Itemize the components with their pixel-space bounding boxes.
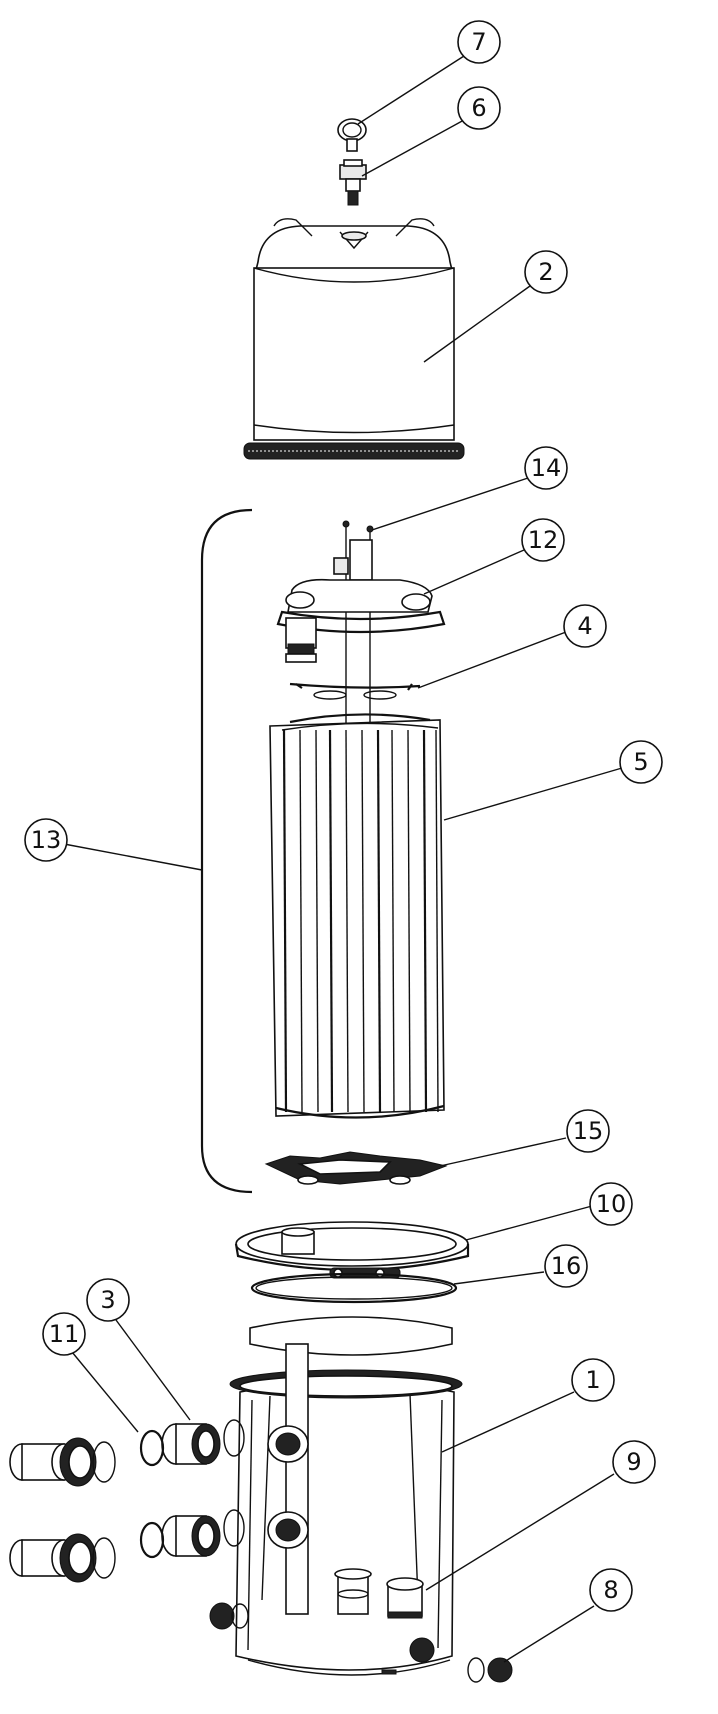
cartridge-pleat: [391, 729, 395, 1113]
part-12-manifold: [276, 539, 446, 663]
callout-7: 7: [457, 20, 501, 64]
cartridge-pleat: [376, 729, 382, 1113]
callout-11: 11: [42, 1312, 86, 1356]
callout-12: 12: [521, 518, 565, 562]
part-16-o-ring: [250, 1272, 458, 1304]
callout-2: 2: [524, 250, 568, 294]
callout-10-label: 10: [596, 1190, 627, 1218]
callout-13-label: 13: [31, 826, 62, 854]
callout-14: 14: [524, 446, 568, 490]
callout-8: 8: [589, 1568, 633, 1612]
part-1-tank-body: [229, 1316, 463, 1676]
callout-4: 4: [563, 604, 607, 648]
callout-9: 9: [612, 1440, 656, 1484]
callout-1: 1: [571, 1358, 615, 1402]
part-13-assembly-bracket: [200, 508, 253, 1194]
cartridge-pleat: [328, 729, 334, 1113]
cartridge-pleat: [361, 729, 365, 1113]
callout-4-label: 4: [577, 612, 592, 640]
callout-2-label: 2: [538, 258, 553, 286]
callout-8-label: 8: [603, 1576, 618, 1604]
part-4-gaskets: [289, 682, 421, 700]
callout-5-label: 5: [633, 748, 648, 776]
callout-6: 6: [457, 86, 501, 130]
cartridge-pleat: [407, 729, 411, 1113]
callout-16: 16: [544, 1244, 588, 1288]
cartridge-pleat: [422, 729, 428, 1113]
pipe-unions: [9, 1437, 116, 1583]
drain-plug-left: [209, 1602, 249, 1630]
callout-3-label: 3: [100, 1286, 115, 1314]
callout-10: 10: [589, 1182, 633, 1226]
callout-5: 5: [619, 740, 663, 784]
callout-3: 3: [86, 1278, 130, 1322]
callout-13: 13: [24, 818, 68, 862]
cartridge-pleat: [315, 729, 319, 1113]
part-11-o-ring: [139, 1429, 165, 1559]
callout-12-label: 12: [528, 526, 559, 554]
part-8-drain-plug: [467, 1657, 513, 1683]
callout-15-label: 15: [573, 1117, 604, 1145]
callout-1-label: 1: [585, 1366, 600, 1394]
callout-6-label: 6: [471, 94, 486, 122]
part-7-pressure-gauge: [337, 118, 367, 152]
callout-7-label: 7: [471, 28, 486, 56]
callout-11-label: 11: [49, 1320, 80, 1348]
callout-15: 15: [566, 1109, 610, 1153]
part-15-bottom-manifold: [264, 1151, 448, 1185]
cartridge-pleat: [299, 729, 303, 1113]
cartridge-pleat: [345, 729, 349, 1113]
callout-14-label: 14: [531, 454, 562, 482]
cartridge-pleat: [435, 729, 439, 1113]
part-5-filter-cartridge: [269, 713, 445, 1119]
leader-lines: [63, 55, 623, 1663]
part-2-tank-lid: [243, 218, 465, 460]
part-6-air-relief-valve: [339, 159, 367, 206]
part-3-union-fitting: [161, 1419, 245, 1557]
callout-16-label: 16: [551, 1252, 582, 1280]
cartridge-pleat: [282, 729, 288, 1113]
callout-9-label: 9: [626, 1448, 641, 1476]
part-10-clamp-ring: [234, 1221, 470, 1279]
part-9-fitting: [386, 1577, 424, 1619]
